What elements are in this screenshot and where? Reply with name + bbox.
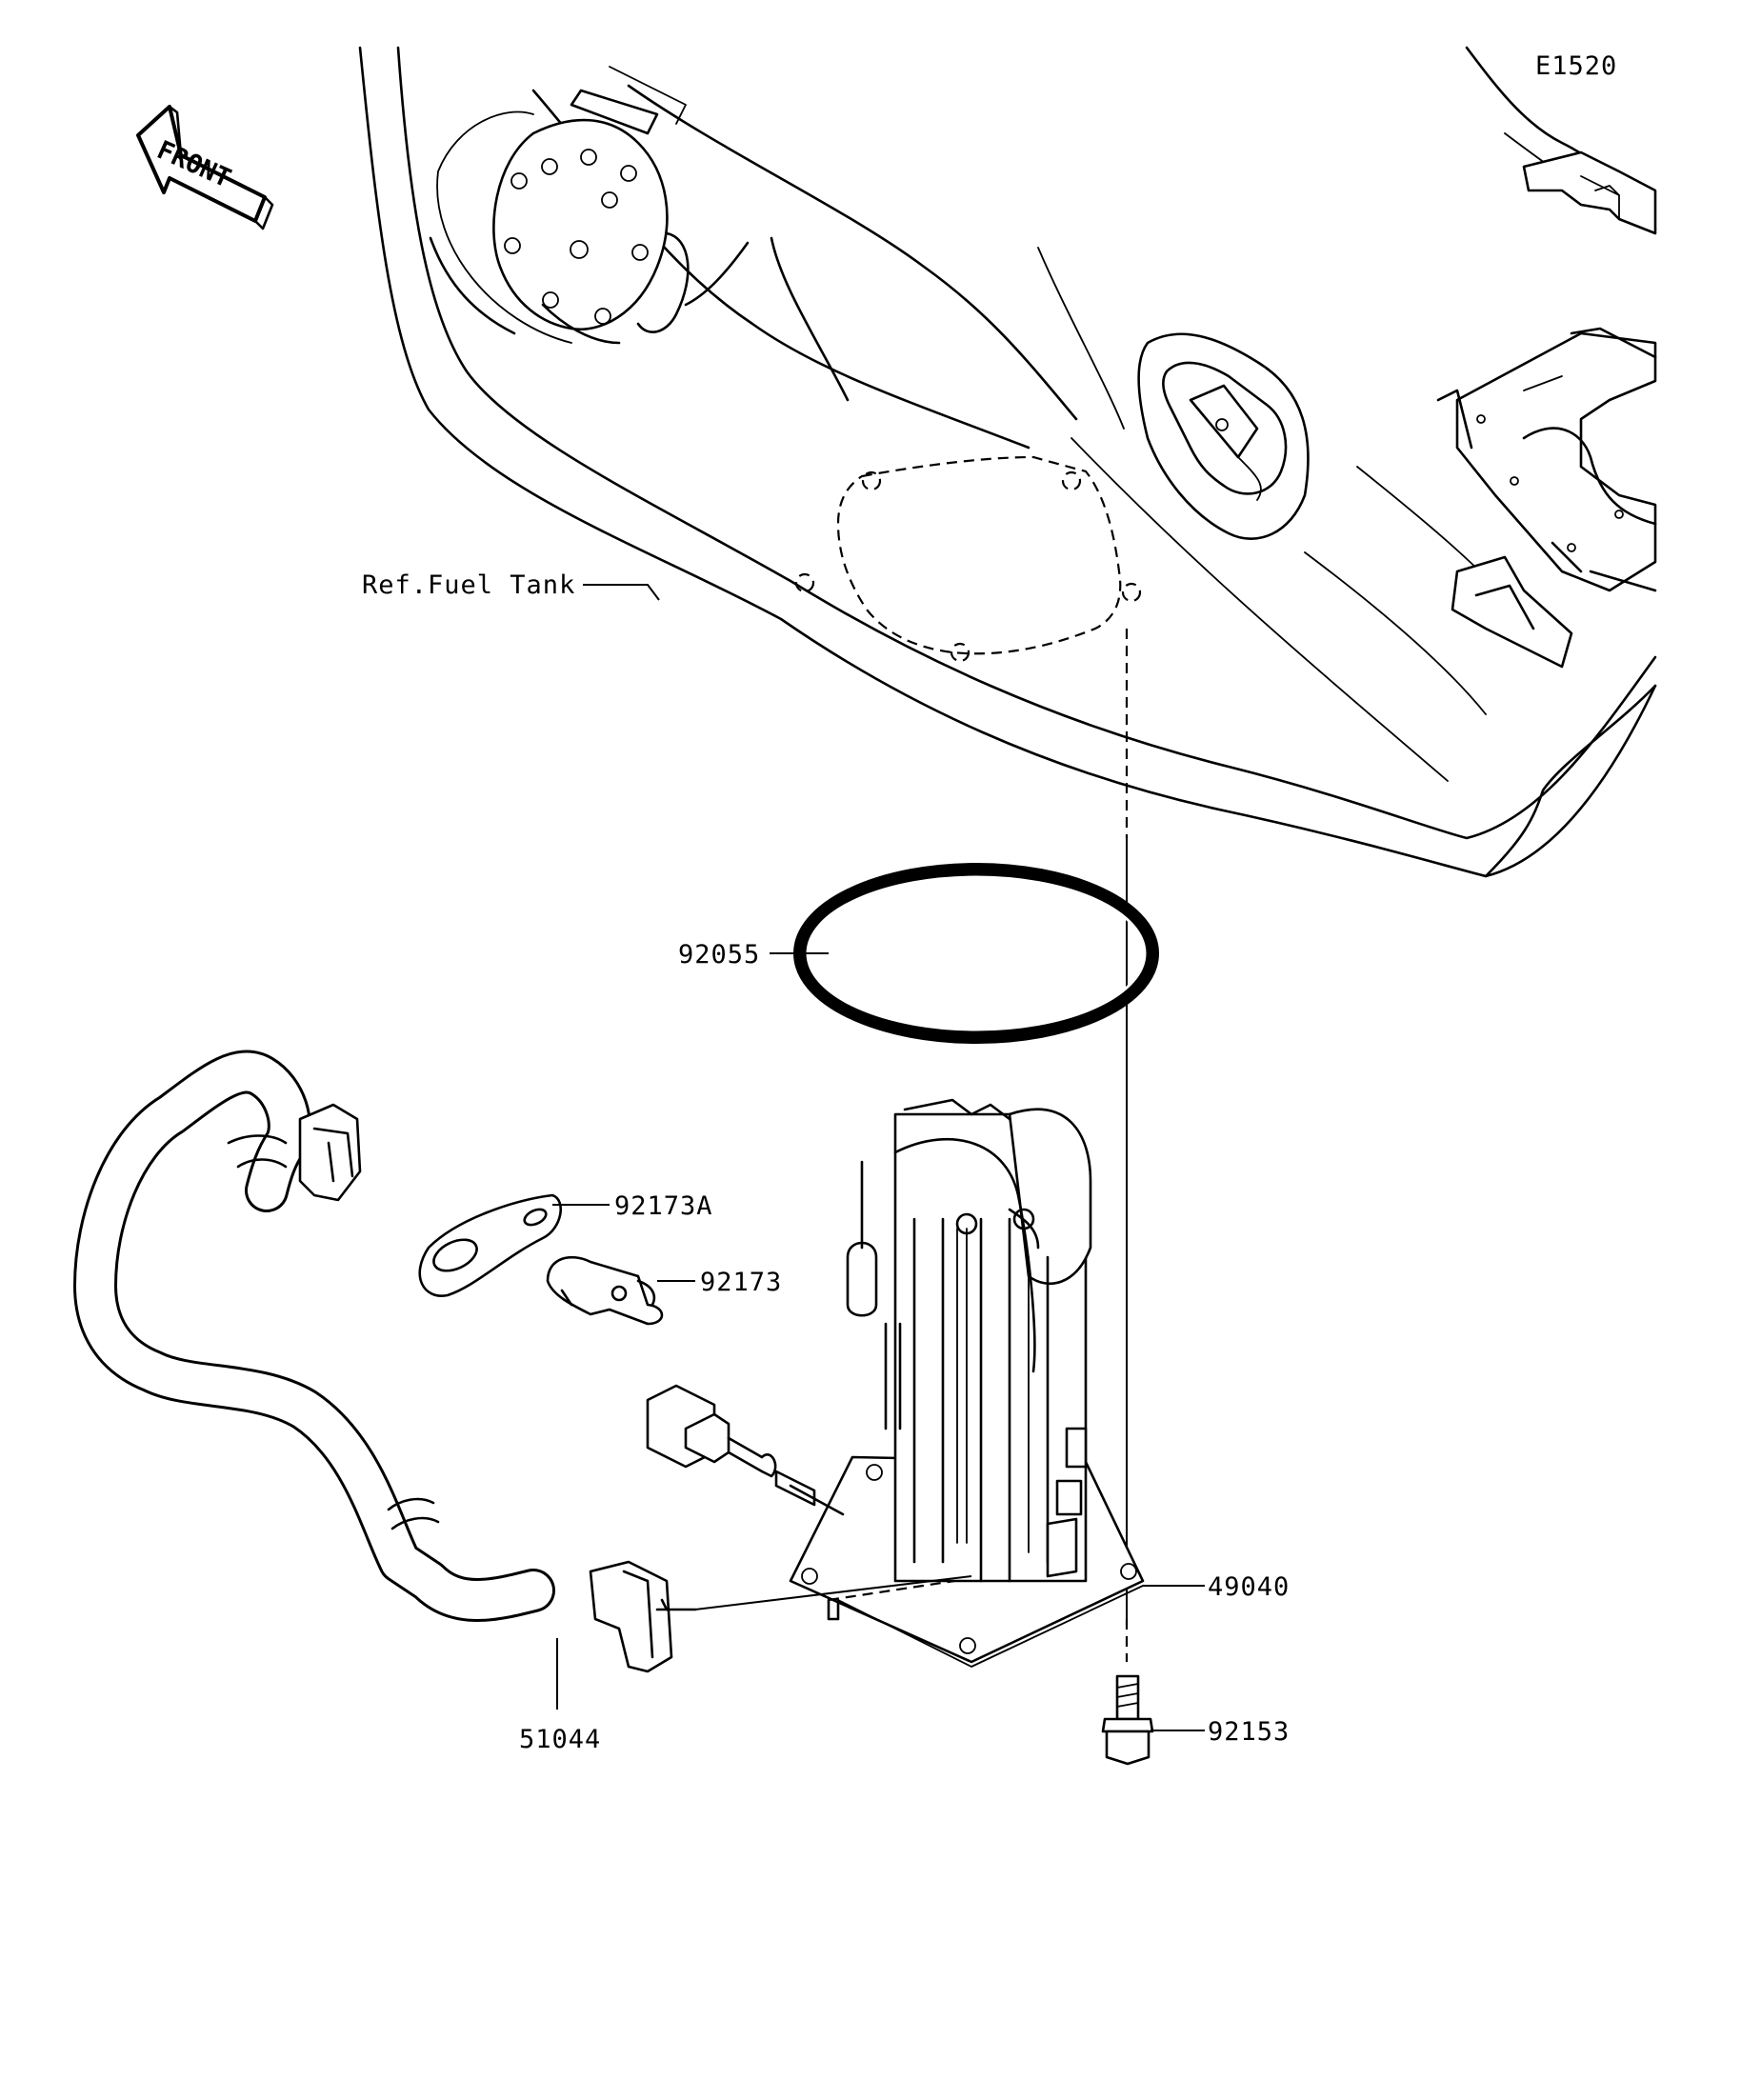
part-number-92153: 92153 [1208, 1717, 1290, 1747]
clamp-92173 [546, 1255, 664, 1326]
part-number-92055: 92055 [678, 940, 760, 970]
ref-fuel-tank-label: Ref.Fuel Tank [362, 570, 575, 600]
part-number-49040: 49040 [1208, 1572, 1290, 1602]
diagram-code: E1520 [1535, 51, 1617, 81]
ref-fuel-tank-leader [583, 584, 660, 601]
fuel-tank-outline [358, 46, 1657, 878]
gasket-ring [793, 863, 1159, 1044]
fuel-pump-assembly [789, 1098, 1145, 1668]
bolt-92153 [1101, 1674, 1154, 1766]
pump-wire-connector [646, 1384, 845, 1516]
part-number-92173: 92173 [700, 1268, 782, 1297]
part-number-92173A: 92173A [614, 1191, 713, 1221]
fuel-hose-51044 [73, 1050, 697, 1673]
hose-pump-link [694, 1575, 972, 1610]
plate-92173A [418, 1193, 562, 1297]
part-number-51044: 51044 [519, 1725, 601, 1754]
front-arrow-icon: FRONT [136, 105, 274, 230]
